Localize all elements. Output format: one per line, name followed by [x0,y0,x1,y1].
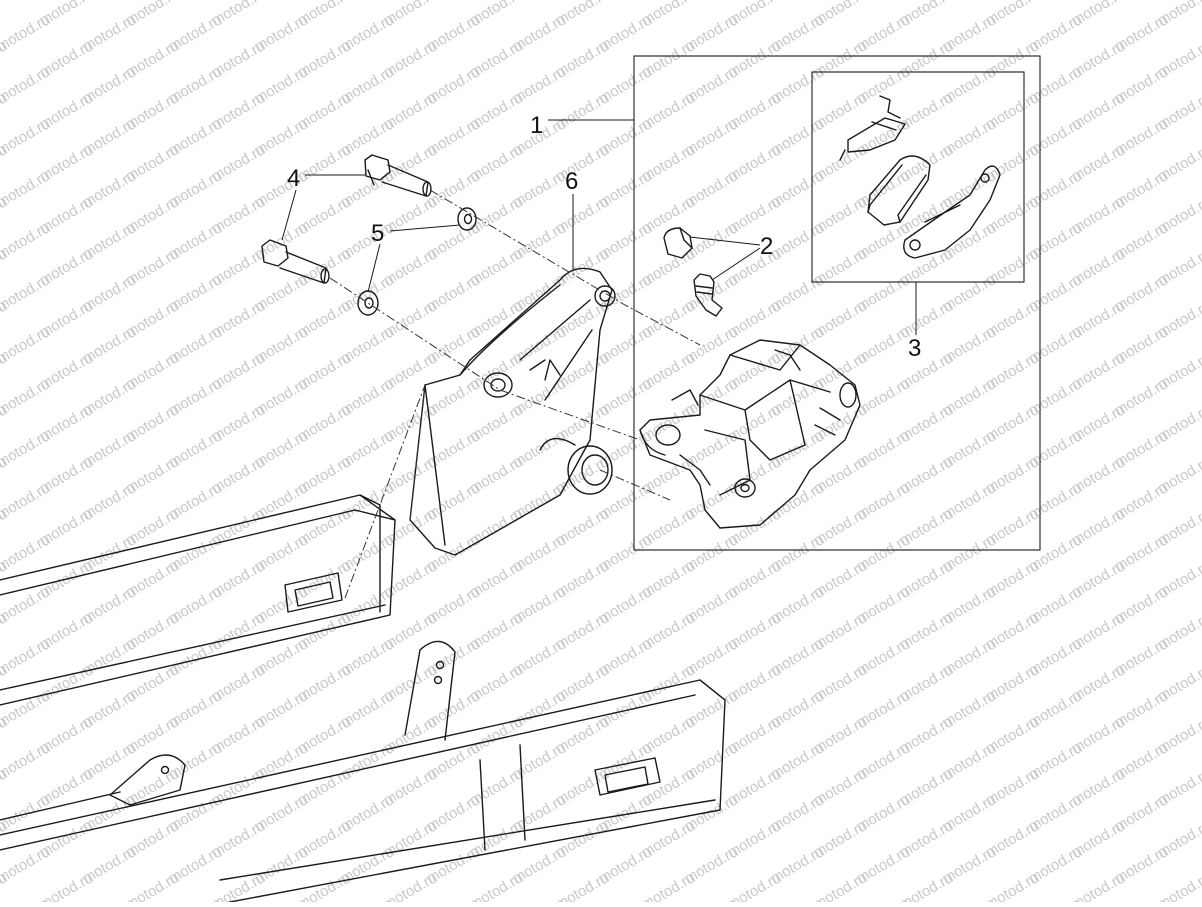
watermark-text: motod.ru [0,0,10,29]
watermark-text: motod.ru [0,895,53,902]
callout-4: 4 [287,165,300,192]
watermark-text: motod.ru [1112,895,1172,902]
watermark-text: motod.ru [80,895,140,902]
watermark-text: motod.ru [768,895,828,902]
callout-2: 2 [760,233,773,260]
watermark-text: motod.ru [682,895,742,902]
watermark-text: motod.ru [424,895,484,902]
watermark-text: motod.ru [1026,895,1086,902]
callout-1: 1 [530,112,543,139]
watermark-text: motod.ru [940,895,1000,902]
callout-6: 6 [565,168,578,195]
callout-5: 5 [371,220,384,247]
watermark-text: motod.ru [510,895,570,902]
watermark-text: motod.ru [596,895,656,902]
watermark-text: motod.ru [854,895,914,902]
callout-3: 3 [908,335,921,362]
watermark-text: motod.ru [338,895,398,902]
watermark-text: motod.ru [166,895,226,902]
